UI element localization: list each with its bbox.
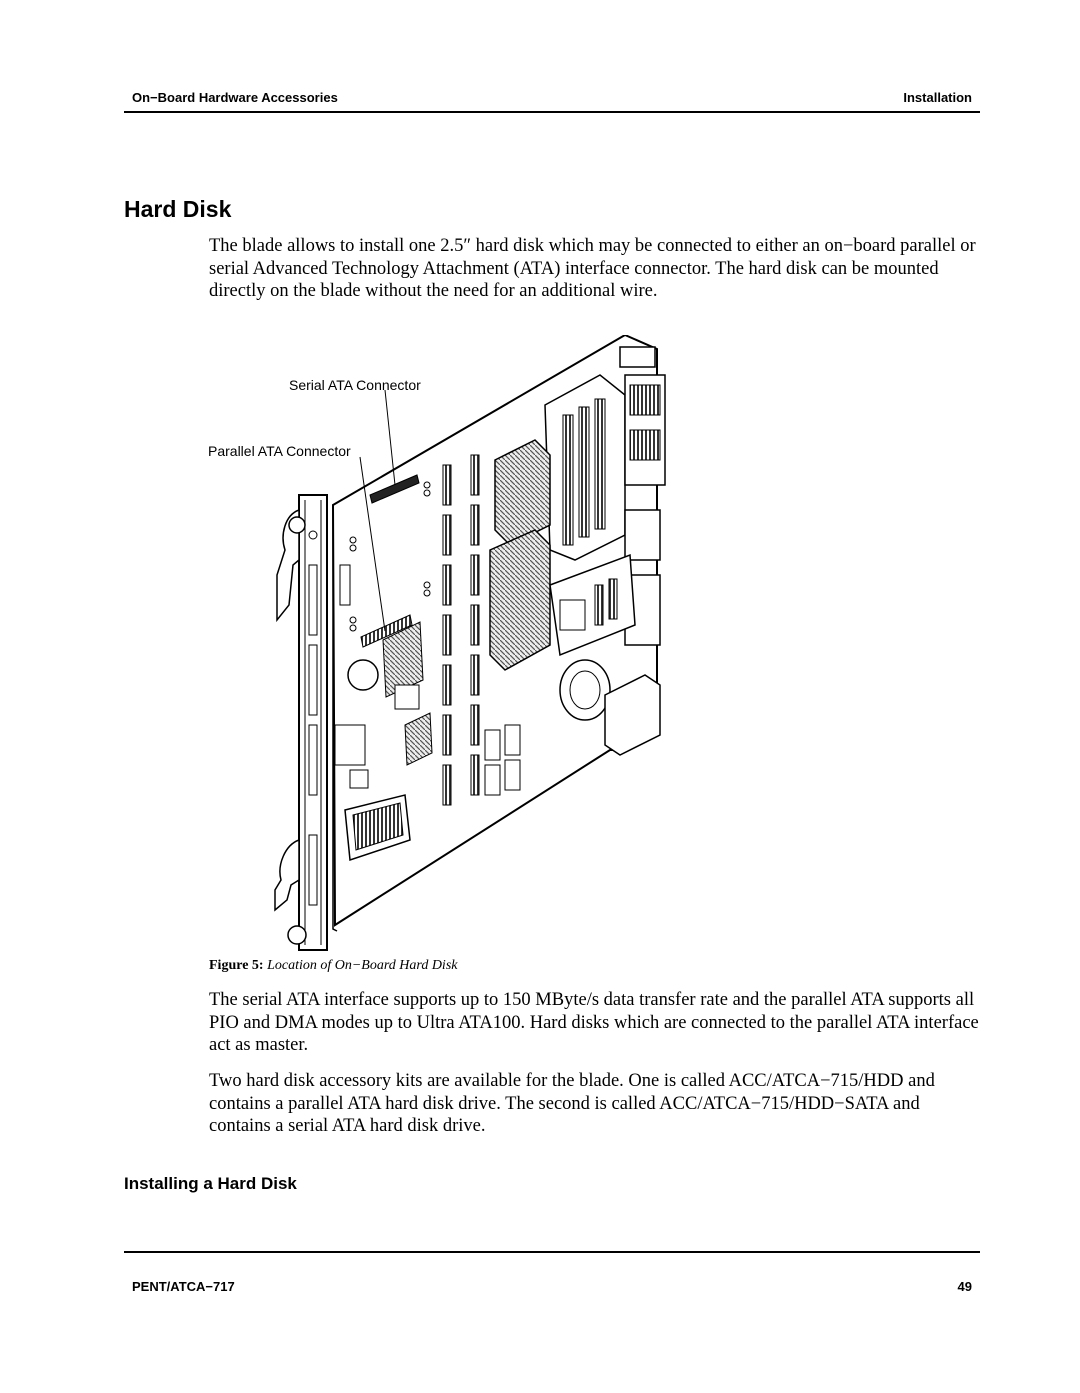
footer-rule: [124, 1251, 980, 1253]
intro-paragraph: The blade allows to install one 2.5″ har…: [209, 236, 976, 301]
upper-handle: [276, 508, 300, 623]
front-panel: [298, 494, 328, 951]
board-figure: Serial ATA Connector Parallel ATA Connec…: [205, 333, 675, 960]
page-title: Hard Disk: [124, 196, 232, 222]
header-rule: [124, 111, 980, 113]
parallel-ata-callout: Parallel ATA Connector: [208, 443, 351, 459]
caption-text: Location of On−Board Hard Disk: [267, 958, 458, 973]
caption-number: Figure 5:: [209, 958, 264, 973]
section-subheading: Installing a Hard Disk: [124, 1174, 297, 1193]
figure-caption: Figure 5: Location of On−Board Hard Disk: [209, 958, 458, 974]
parallel-ata-connector: [360, 614, 413, 648]
header-section: On−Board Hardware Accessories: [132, 90, 338, 105]
serial-ata-connector: [369, 474, 420, 504]
heatsink-lower: [489, 529, 551, 671]
heatsink-upper: [494, 439, 551, 546]
footer-product: PENT/ATCA−717: [132, 1279, 235, 1294]
accessory-kits-paragraph: Two hard disk accessory kits are availab…: [209, 1071, 935, 1136]
board-illustration: [274, 333, 666, 951]
page-number: 49: [957, 1279, 972, 1294]
lower-handle: [274, 838, 300, 912]
serial-ata-callout: Serial ATA Connector: [289, 377, 421, 393]
header-chapter: Installation: [903, 90, 972, 105]
transfer-rate-paragraph: The serial ATA interface supports up to …: [209, 990, 979, 1055]
